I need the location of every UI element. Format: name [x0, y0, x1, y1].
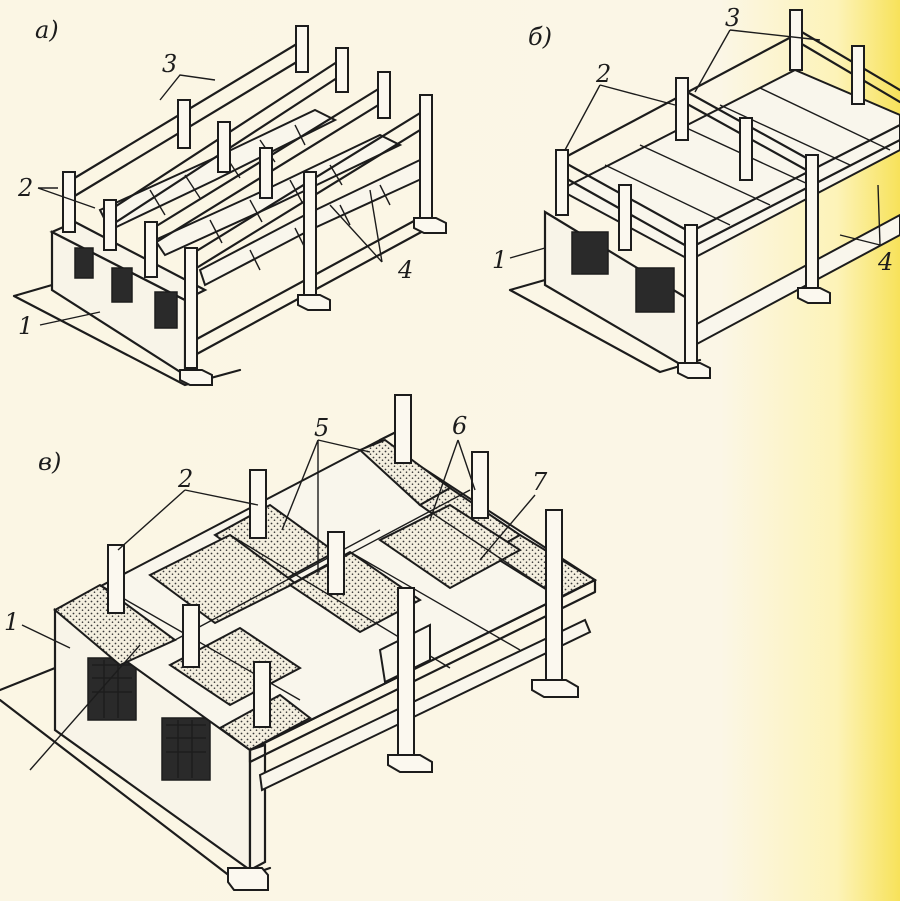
panel-b-footing [677, 362, 711, 379]
panel-a-footing [179, 369, 213, 386]
panel-b-callout-2: 2 [595, 60, 611, 88]
panel-c-wall-edge [248, 743, 267, 872]
panel-c-window-grid [92, 660, 206, 778]
panel-b-beam [688, 123, 900, 250]
panel-b-column [684, 224, 698, 366]
panel-a-column [103, 199, 117, 251]
panel-c-leaders [21, 439, 536, 771]
panel-b-window [571, 231, 609, 275]
panel-b-column [618, 184, 632, 251]
panel-a-frame [12, 25, 447, 387]
panel-a-slab-joints [149, 124, 391, 271]
panel-c-footing [387, 754, 433, 773]
panel-c-column [107, 544, 125, 614]
panel-b-column [675, 77, 689, 141]
panel-c-column [394, 394, 412, 464]
panel-a-callout-1: 1 [18, 312, 33, 340]
panel-a-column [295, 25, 309, 73]
panel-c-footing [227, 867, 269, 891]
panel-c-callout-1: 1 [4, 608, 19, 636]
panel-a-column [184, 247, 198, 369]
panel-b-leaders [509, 29, 881, 259]
panel-c-column [545, 509, 563, 686]
panel-b-callout-3: 3 [725, 4, 740, 32]
panel-a-callout-2: 2 [17, 174, 33, 202]
panel-a-footing [413, 217, 447, 234]
panel-a-column [217, 121, 231, 173]
panel-c-dotted-slab [168, 626, 302, 707]
panel-a-column [419, 94, 433, 221]
panel-b-callout-4: 4 [877, 248, 893, 276]
panel-c-footing [531, 679, 579, 698]
panel-a-column [144, 221, 158, 278]
panel-c-window [87, 657, 137, 721]
panel-c-deck-edge [248, 578, 597, 764]
panel-b-column [739, 117, 753, 181]
panel-b-footing [797, 287, 831, 304]
panel-c-dotted-slab [378, 503, 522, 590]
panel-a-callout-4: 4 [397, 256, 413, 284]
panel-c-callout-5: 5 [314, 414, 329, 442]
panel-b-column [555, 149, 569, 216]
panel-c-column [397, 587, 415, 759]
panel-c-letter: в) [38, 448, 61, 476]
panel-a-column [303, 171, 317, 298]
panel-b-column [789, 9, 803, 71]
panel-a-window [154, 291, 178, 329]
panel-a-footing [297, 294, 331, 311]
panel-a-window [74, 247, 94, 279]
panel-a-column [335, 47, 349, 93]
panel-c-column [182, 604, 200, 668]
panel-a-callout-3: 3 [162, 50, 177, 78]
panel-b-window [635, 267, 675, 313]
panel-b-floor-slab [557, 68, 900, 262]
panel-c-column [253, 661, 271, 728]
panel-b-column [805, 154, 819, 291]
panel-c-callout-2: 2 [177, 465, 193, 493]
panel-a-leaders [37, 74, 383, 326]
panel-b-callout-1: 1 [492, 246, 507, 274]
panel-a-column [259, 147, 273, 199]
panel-a-ground [12, 283, 242, 387]
panel-b-beam [793, 26, 900, 104]
panel-c-lower-slab [258, 618, 592, 792]
panel-c-column [471, 451, 489, 519]
panel-c-callout-6: 6 [452, 412, 467, 440]
panel-c-callout-7: 7 [532, 468, 548, 496]
panel-a-column [177, 99, 191, 149]
panel-a-letter: а) [35, 16, 59, 44]
panel-c-column [327, 531, 345, 595]
panel-b-letter: б) [528, 23, 552, 51]
panel-c-frame [0, 394, 598, 891]
panel-a-column [62, 171, 76, 233]
panel-b-frame [508, 9, 900, 379]
panel-a-window [111, 267, 133, 303]
panel-b-column [851, 45, 865, 105]
panel-c-window [161, 717, 211, 781]
panel-a-column [377, 71, 391, 119]
